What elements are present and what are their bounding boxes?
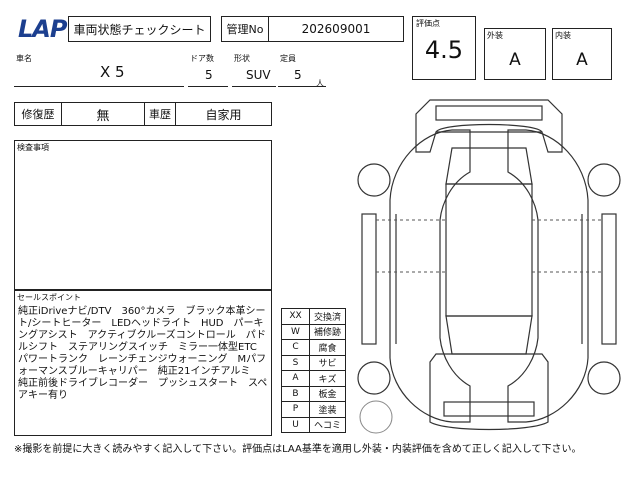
sales-points-box <box>14 290 272 436</box>
interior-grade: A <box>576 50 588 70</box>
sheet-title: 車両状態チェックシート <box>68 16 211 42</box>
legend-code: U <box>281 416 310 433</box>
legend-code: XX <box>281 308 310 325</box>
legend-meaning: キズ <box>309 370 346 387</box>
legend-meaning: 補修跡 <box>309 323 346 340</box>
legend-meaning: 塗装 <box>309 401 346 418</box>
legend-meaning: 交換済 <box>309 308 346 325</box>
legend-code: A <box>281 370 310 387</box>
exterior-box <box>484 28 546 80</box>
interior-label: 内装 <box>555 31 571 40</box>
vehicle-name-underline <box>14 86 184 87</box>
usage-value: 自家用 <box>175 102 272 126</box>
shape-value: SUV <box>246 68 271 82</box>
legend-code: S <box>281 354 310 371</box>
shape-label: 形状 <box>234 54 250 63</box>
repair-value: 無 <box>61 102 145 126</box>
legend-code: C <box>281 339 310 356</box>
exterior-label: 外装 <box>487 31 503 40</box>
score-box <box>412 16 476 80</box>
inspection-box <box>14 140 272 290</box>
usage-label: 車歴 <box>144 102 176 126</box>
footer-note: ※撮影を前提に大きく読みやすく記入して下さい。評価点はLAA基準を適用し外装・内… <box>14 444 582 455</box>
vehicle-name-label: 車名 <box>16 54 32 63</box>
capacity-value: 5 <box>294 68 302 82</box>
doors-value: 5 <box>205 68 213 82</box>
legend-meaning: 板金 <box>309 385 346 402</box>
vehicle-name: X 5 <box>100 63 125 81</box>
car-diagram <box>357 99 621 434</box>
doors-underline <box>188 86 228 87</box>
legend-meaning: ヘコミ <box>309 416 346 433</box>
capacity-label: 定員 <box>280 54 296 63</box>
doors-label: ドア数 <box>190 54 214 63</box>
inspection-label: 検査事項 <box>17 143 49 152</box>
sales-points-text: 純正iDriveナビ/DTV 360°カメラ ブラック本革シート/シートヒーター… <box>18 306 268 401</box>
capacity-underline <box>278 86 326 87</box>
capacity-unit: 人 <box>316 79 324 88</box>
mgmt-number: 202609001 <box>268 16 404 42</box>
exterior-grade: A <box>509 50 521 70</box>
interior-box <box>552 28 612 80</box>
score-value: 4.5 <box>424 36 464 64</box>
sales-points-label: セールスポイント <box>17 293 81 302</box>
repair-label: 修復歴 <box>14 102 62 126</box>
legend-meaning: サビ <box>309 354 346 371</box>
mgmt-label: 管理No <box>221 16 269 42</box>
shape-underline <box>232 86 276 87</box>
legend-code: B <box>281 385 310 402</box>
score-label: 評価点 <box>416 19 440 28</box>
legend-code: W <box>281 323 310 340</box>
legend-meaning: 腐食 <box>309 339 346 356</box>
lap-logo: LAP <box>18 15 67 43</box>
legend-code: P <box>281 401 310 418</box>
